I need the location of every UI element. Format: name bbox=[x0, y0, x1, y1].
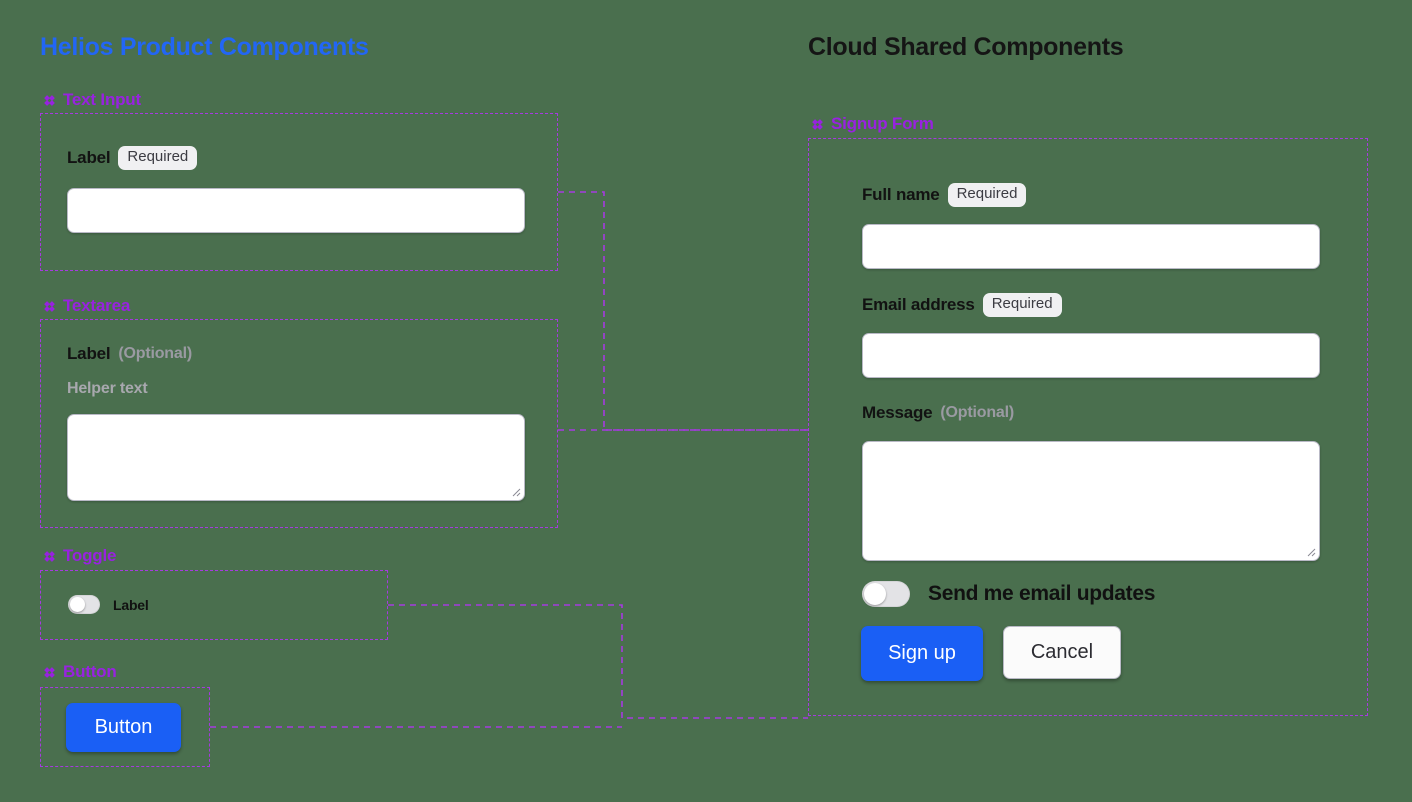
connector-text-input bbox=[558, 191, 808, 431]
full-name-label: Full name bbox=[862, 184, 940, 204]
message-textarea[interactable] bbox=[863, 442, 1319, 560]
text-input-required-badge: Required bbox=[118, 146, 198, 170]
component-diamond-icon bbox=[44, 550, 55, 562]
email-updates-label: Send me email updates bbox=[928, 582, 1156, 605]
frame-textarea bbox=[40, 319, 558, 528]
resize-grip-icon[interactable] bbox=[1304, 545, 1316, 557]
group-label-text: Button bbox=[63, 662, 117, 681]
textarea-field-wrapper[interactable] bbox=[67, 414, 525, 501]
textarea-label: Label bbox=[67, 344, 111, 363]
group-label-text: Toggle bbox=[63, 546, 117, 565]
message-label-row: Message (Optional) bbox=[862, 403, 1014, 423]
frame-text-input bbox=[40, 113, 558, 271]
email-updates-toggle-row: Send me email updates bbox=[862, 581, 1155, 607]
sign-up-button[interactable]: Sign up bbox=[861, 626, 983, 681]
frame-button bbox=[40, 687, 210, 767]
toggle-label: Label bbox=[113, 596, 149, 613]
cancel-button[interactable]: Cancel bbox=[1003, 626, 1121, 679]
full-name-label-row: Full name Required bbox=[862, 183, 1027, 207]
textarea-label-row: Label (Optional) bbox=[67, 344, 192, 364]
email-address-required-badge: Required bbox=[982, 293, 1062, 317]
email-address-input[interactable] bbox=[862, 333, 1320, 378]
left-panel-title: Helios Product Components bbox=[40, 33, 369, 61]
right-panel-title: Cloud Shared Components bbox=[808, 33, 1124, 61]
toggle-knob bbox=[70, 597, 85, 612]
frame-signup-form bbox=[808, 138, 1368, 716]
full-name-required-badge: Required bbox=[947, 183, 1027, 207]
group-label-toggle: Toggle bbox=[42, 546, 116, 566]
message-label: Message bbox=[862, 403, 933, 422]
group-label-textarea: Textarea bbox=[42, 296, 130, 316]
group-label-text: Textarea bbox=[63, 296, 131, 315]
toggle-row: Label bbox=[68, 595, 149, 614]
component-diamond-icon bbox=[44, 666, 55, 678]
demo-button[interactable]: Button bbox=[66, 703, 181, 752]
textarea-optional-tag: (Optional) bbox=[118, 345, 192, 362]
textarea-helper-text: Helper text bbox=[67, 380, 148, 397]
group-label-button: Button bbox=[42, 662, 117, 682]
component-diamond-icon bbox=[44, 300, 55, 312]
text-input-label: Label bbox=[67, 147, 111, 167]
text-input-label-row: Label Required bbox=[67, 146, 198, 170]
email-address-label: Email address bbox=[862, 294, 975, 314]
group-label-text: Text Input bbox=[63, 90, 141, 109]
component-diamond-icon bbox=[44, 94, 55, 106]
text-input-field[interactable] bbox=[67, 188, 525, 233]
component-diamond-icon bbox=[812, 118, 823, 130]
email-updates-toggle-knob bbox=[864, 583, 886, 605]
group-label-text: Signup Form bbox=[831, 114, 934, 133]
full-name-input[interactable] bbox=[862, 224, 1320, 269]
connector-toggle bbox=[388, 604, 808, 719]
message-textarea-wrapper[interactable] bbox=[862, 441, 1320, 561]
message-optional-tag: (Optional) bbox=[940, 404, 1014, 421]
textarea-field[interactable] bbox=[68, 415, 524, 500]
group-label-text-input: Text Input bbox=[42, 90, 141, 110]
toggle-switch[interactable] bbox=[68, 595, 100, 614]
group-label-signup-form: Signup Form bbox=[810, 114, 934, 134]
frame-toggle bbox=[40, 570, 388, 640]
email-address-label-row: Email address Required bbox=[862, 293, 1062, 317]
email-updates-toggle[interactable] bbox=[862, 581, 910, 607]
resize-grip-icon[interactable] bbox=[509, 485, 521, 497]
